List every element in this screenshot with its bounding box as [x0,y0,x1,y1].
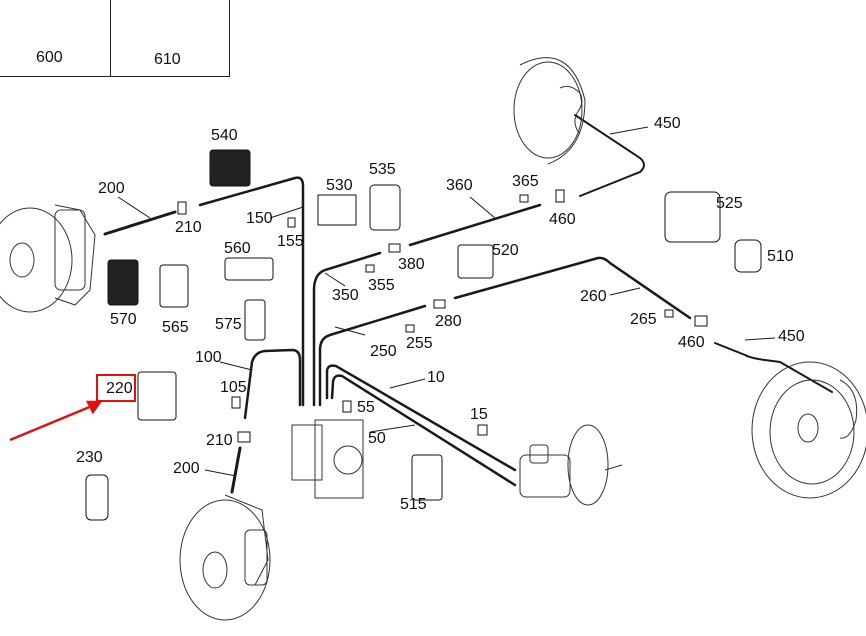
part-510-shape [734,239,762,273]
part-label-360[interactable]: 360 [446,177,473,194]
part-label-155[interactable]: 155 [277,233,304,250]
part-label-210[interactable]: 210 [206,432,233,449]
part-265-bolt [664,309,674,318]
part-label-600[interactable]: 600 [36,49,63,66]
part-label-10[interactable]: 10 [427,369,445,386]
part-label-525[interactable]: 525 [716,195,743,212]
part-575-shape [244,299,266,341]
part-label-530[interactable]: 530 [326,177,353,194]
part-label-510[interactable]: 510 [767,248,794,265]
part-210-clip-top [177,201,187,215]
part-label-450[interactable]: 450 [654,115,681,132]
part-530-shape [317,194,357,226]
brake-line-350 [312,251,382,407]
part-label-105[interactable]: 105 [220,379,247,396]
part-label-450[interactable]: 450 [778,328,805,345]
part-label-380[interactable]: 380 [398,256,425,273]
part-label-365[interactable]: 365 [512,173,539,190]
highlight-arrow [9,400,103,442]
part-label-255[interactable]: 255 [406,335,433,352]
part-520-shape [457,244,494,279]
part-280-union [433,299,446,309]
brake-line-100 [243,348,302,420]
part-15-bolt [477,424,488,436]
part-label-520[interactable]: 520 [492,242,519,259]
brake-line-50 [330,374,517,487]
part-570-shape [107,259,139,306]
part-label-540[interactable]: 540 [211,127,238,144]
part-515-shape [411,454,443,501]
part-label-220[interactable]: 220 [106,380,133,397]
part-355-bolt [365,264,375,273]
part-label-200[interactable]: 200 [98,180,125,197]
part-105-bolt [231,396,241,409]
part-label-55[interactable]: 55 [357,399,375,416]
part-155-bolt [287,217,296,228]
part-label-535[interactable]: 535 [369,161,396,178]
brake-hose-200-left [103,210,177,236]
part-label-50[interactable]: 50 [368,430,386,447]
brake-hose-200-bottom [230,446,242,494]
part-label-260[interactable]: 260 [580,288,607,305]
part-label-515[interactable]: 515 [400,496,427,513]
part-label-210[interactable]: 210 [175,219,202,236]
part-label-610[interactable]: 610 [154,51,181,68]
part-label-265[interactable]: 265 [630,311,657,328]
part-label-570[interactable]: 570 [110,311,137,328]
brake-line-150 [198,176,305,407]
part-label-230[interactable]: 230 [76,449,103,466]
part-380-union [388,243,401,253]
part-525-shape [664,191,721,243]
part-label-200[interactable]: 200 [173,460,200,477]
part-label-150[interactable]: 150 [246,210,273,227]
brake-line-450-top [574,114,645,197]
part-label-100[interactable]: 100 [195,349,222,366]
highlight-box-220 [96,374,136,402]
part-255-bolt [405,324,415,333]
brake-line-260 [453,256,692,320]
brake-line-250 [318,304,427,407]
part-label-350[interactable]: 350 [332,287,359,304]
part-460-clip-top [555,189,565,203]
part-230-shape [85,474,109,521]
part-540-shape [209,149,251,187]
part-label-565[interactable]: 565 [162,319,189,336]
master-cylinder-booster [519,424,623,506]
accessory-box-600[interactable] [0,0,112,77]
part-label-280[interactable]: 280 [435,313,462,330]
part-label-460[interactable]: 460 [678,334,705,351]
part-label-250[interactable]: 250 [370,343,397,360]
part-560-shape [224,257,274,281]
part-210-clip-bottom [237,431,251,443]
part-label-460[interactable]: 460 [549,211,576,228]
brake-line-450-bottom [714,342,833,393]
part-label-355[interactable]: 355 [368,277,395,294]
brake-line-10 [325,364,517,472]
part-55-bolt [342,400,352,413]
part-365-bolt [519,194,529,203]
part-535-shape [369,184,401,231]
brake-line-360 [408,203,542,247]
part-220-shape [137,371,177,421]
part-460-clip-bottom [694,315,708,327]
part-label-575[interactable]: 575 [215,316,242,333]
part-565-shape [159,264,189,308]
part-label-15[interactable]: 15 [470,406,488,423]
accessory-box-610[interactable] [110,0,230,77]
abs-unit [291,419,364,499]
part-label-560[interactable]: 560 [224,240,251,257]
